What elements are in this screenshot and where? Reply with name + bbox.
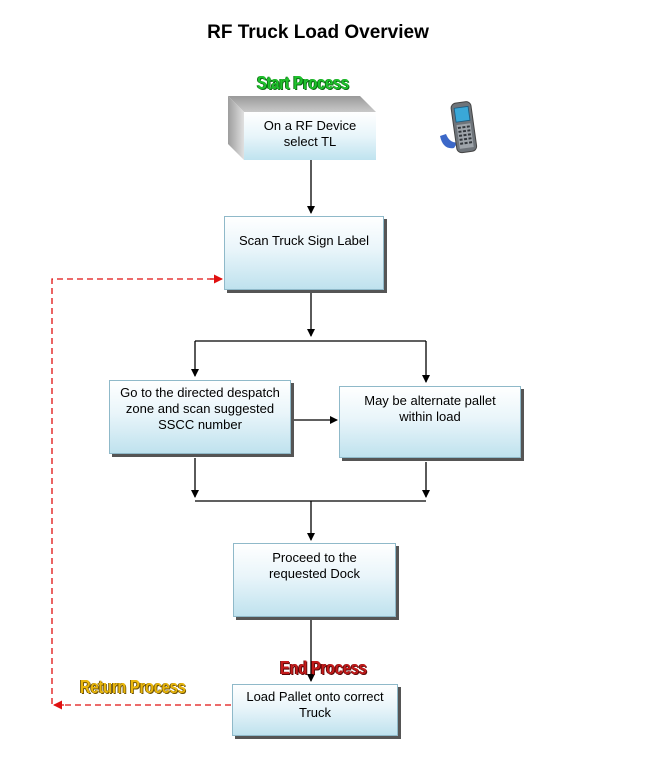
diagram-title: RF Truck Load Overview: [207, 22, 429, 43]
step-proceed-dock-text: Proceed to the requested Dock: [268, 550, 361, 581]
step-alternate-pallet-text: May be alternate pallet within load: [364, 393, 496, 424]
step-despatch-zone-text: Go to the directed despatch zone and sca…: [120, 385, 280, 432]
step-alternate-pallet: May be alternate pallet within load: [339, 386, 521, 458]
step-proceed-dock: Proceed to the requested Dock: [233, 543, 396, 617]
step-rf-device: On a RF Device select TL: [244, 112, 376, 160]
step-despatch-zone: Go to the directed despatch zone and sca…: [109, 380, 291, 454]
end-process-label: End Process: [280, 658, 367, 678]
return-line: [51, 278, 231, 706]
step-load-pallet: Load Pallet onto correct Truck: [232, 684, 398, 736]
step-scan-truck-sign: Scan Truck Sign Label: [224, 216, 384, 290]
handheld-rf-scanner-icon: [410, 98, 496, 160]
step-load-pallet-text: Load Pallet onto correct Truck: [246, 689, 384, 720]
start-box-3d: [228, 96, 376, 160]
step-scan-truck-sign-text: Scan Truck Sign Label: [238, 233, 370, 248]
step-rf-device-text: On a RF Device select TL: [263, 118, 357, 149]
return-process-label: Return Process: [80, 677, 186, 697]
start-process-label: Start Process: [257, 73, 349, 93]
